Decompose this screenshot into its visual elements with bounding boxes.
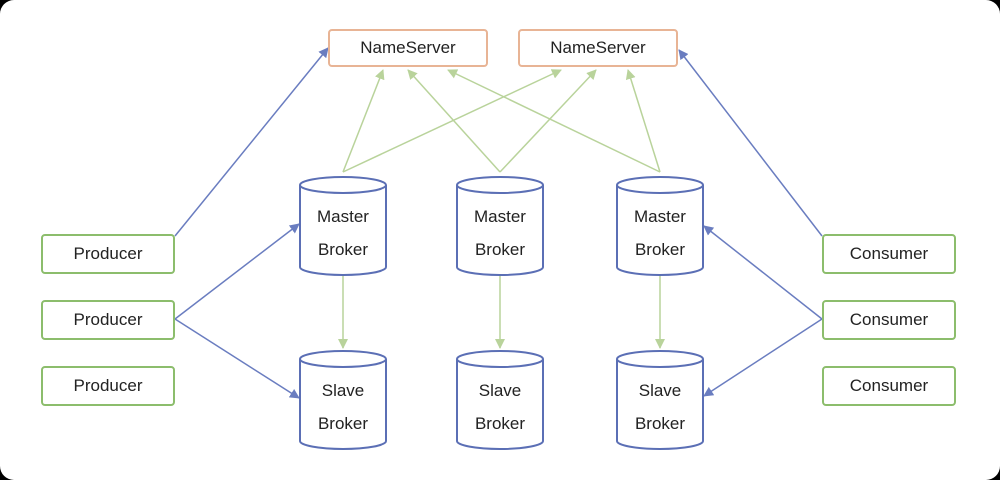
arrow-master2-to-nameserver2 bbox=[499, 69, 597, 173]
consumer-box: Consumer bbox=[822, 234, 956, 274]
broker-type-label: Broker bbox=[474, 414, 526, 433]
master-broker-cylinder: Master Broker bbox=[456, 176, 544, 276]
arrow-producer2-to-master1 bbox=[174, 223, 300, 320]
broker-role-label: Slave bbox=[638, 381, 682, 400]
arrow-master3-to-nameserver1 bbox=[447, 69, 661, 173]
producer-label: Producer bbox=[73, 376, 143, 395]
cylinder-shape bbox=[299, 176, 387, 276]
broker-role-label: Master bbox=[317, 207, 369, 226]
arrow-master1-to-nameserver2 bbox=[342, 69, 562, 173]
broker-role-label: Master bbox=[474, 207, 526, 226]
broker-type-label: Broker bbox=[634, 414, 686, 433]
slave-broker-cylinder: Slave Broker bbox=[299, 350, 387, 450]
arrow-consumer2-to-slave3 bbox=[703, 318, 823, 397]
broker-type-label: Broker bbox=[317, 240, 369, 259]
broker-type-label: Broker bbox=[474, 240, 526, 259]
nameserver-box: NameServer bbox=[518, 29, 678, 67]
slave-broker-cylinder: Slave Broker bbox=[456, 350, 544, 450]
arrow-producer2-to-slave1 bbox=[174, 318, 300, 399]
cylinder-shape bbox=[616, 176, 704, 276]
consumer-label: Consumer bbox=[849, 310, 929, 329]
producer-box: Producer bbox=[41, 300, 175, 340]
nameserver-label: NameServer bbox=[360, 38, 456, 57]
arrow-consumer2-to-master3 bbox=[703, 225, 823, 320]
cylinder-shape bbox=[456, 176, 544, 276]
slave-broker-cylinder: Slave Broker bbox=[616, 350, 704, 450]
arrow-master3-to-nameserver2 bbox=[625, 69, 661, 173]
master-broker-cylinder: Master Broker bbox=[616, 176, 704, 276]
broker-role-label: Slave bbox=[321, 381, 365, 400]
broker-type-label: Broker bbox=[317, 414, 369, 433]
nameserver-box: NameServer bbox=[328, 29, 488, 67]
arrow-consumer1-to-nameserver2 bbox=[678, 49, 823, 237]
broker-role-label: Slave bbox=[478, 381, 522, 400]
broker-type-label: Broker bbox=[634, 240, 686, 259]
arrow-master2-to-nameserver1 bbox=[407, 69, 501, 173]
consumer-box: Consumer bbox=[822, 300, 956, 340]
arrow-master1-to-nameserver1 bbox=[342, 69, 385, 173]
arrow-producer1-to-nameserver1 bbox=[174, 47, 329, 237]
nameserver-label: NameServer bbox=[550, 38, 646, 57]
producer-box: Producer bbox=[41, 366, 175, 406]
producer-box: Producer bbox=[41, 234, 175, 274]
consumer-label: Consumer bbox=[849, 244, 929, 263]
cylinder-shape bbox=[299, 350, 387, 450]
broker-role-label: Master bbox=[634, 207, 686, 226]
producer-label: Producer bbox=[73, 244, 143, 263]
cylinder-shape bbox=[616, 350, 704, 450]
cylinder-shape bbox=[456, 350, 544, 450]
consumer-label: Consumer bbox=[849, 376, 929, 395]
consumer-box: Consumer bbox=[822, 366, 956, 406]
master-broker-cylinder: Master Broker bbox=[299, 176, 387, 276]
producer-label: Producer bbox=[73, 310, 143, 329]
